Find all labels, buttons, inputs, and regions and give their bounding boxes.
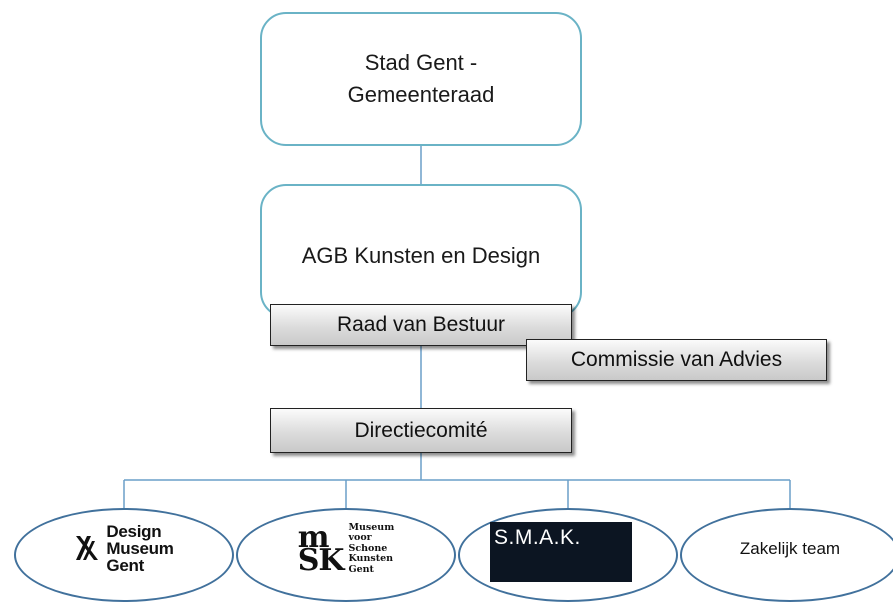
design-museum-line2: Museum	[106, 538, 174, 558]
msk-oval: m SK Museum voor Schone Kunsten Gent	[236, 508, 456, 602]
commissie-label: Commissie van Advies	[570, 348, 783, 371]
design-museum-gent-oval: Design Museum Gent	[14, 508, 234, 602]
msk-small-2: voor	[348, 532, 372, 544]
msk-small-3: Schone	[348, 542, 388, 554]
commissie-van-advies-box: Commissie van Advies	[526, 339, 827, 381]
zakelijk-team-oval: Zakelijk team	[680, 508, 893, 602]
zakelijk-label: Zakelijk team	[739, 539, 841, 558]
design-museum-line1: Design	[106, 521, 162, 541]
msk-logo: m SK Museum voor Schone Kunsten Gent	[297, 520, 395, 578]
msk-small-1: Museum	[348, 521, 395, 533]
msk-small-4: Kunsten	[348, 553, 394, 565]
smak-logo: S.M.A.K.	[490, 522, 632, 582]
design-museum-logo: Design Museum Gent	[74, 521, 174, 575]
msk-big-sk: SK	[297, 543, 345, 578]
design-museum-line3: Gent	[106, 555, 144, 575]
stad-gent-box: Stad Gent - Gemeenteraad	[260, 12, 582, 146]
agb-label: AGB Kunsten en Design	[301, 243, 541, 269]
raad-label: Raad van Bestuur	[336, 313, 506, 336]
smak-label: S.M.A.K.	[494, 526, 581, 549]
stad-gent-line1: Stad Gent -	[364, 50, 478, 76]
directie-label: Directiecomité	[354, 418, 488, 442]
directiecomite-box: Directiecomité	[270, 408, 572, 453]
stad-gent-line2: Gemeenteraad	[347, 82, 495, 107]
agb-box: AGB Kunsten en Design	[260, 184, 582, 318]
raad-van-bestuur-box: Raad van Bestuur	[270, 304, 572, 346]
msk-small-5: Gent	[348, 563, 374, 575]
design-museum-mark-icon	[76, 536, 99, 560]
msk-big-m: m	[297, 520, 330, 555]
